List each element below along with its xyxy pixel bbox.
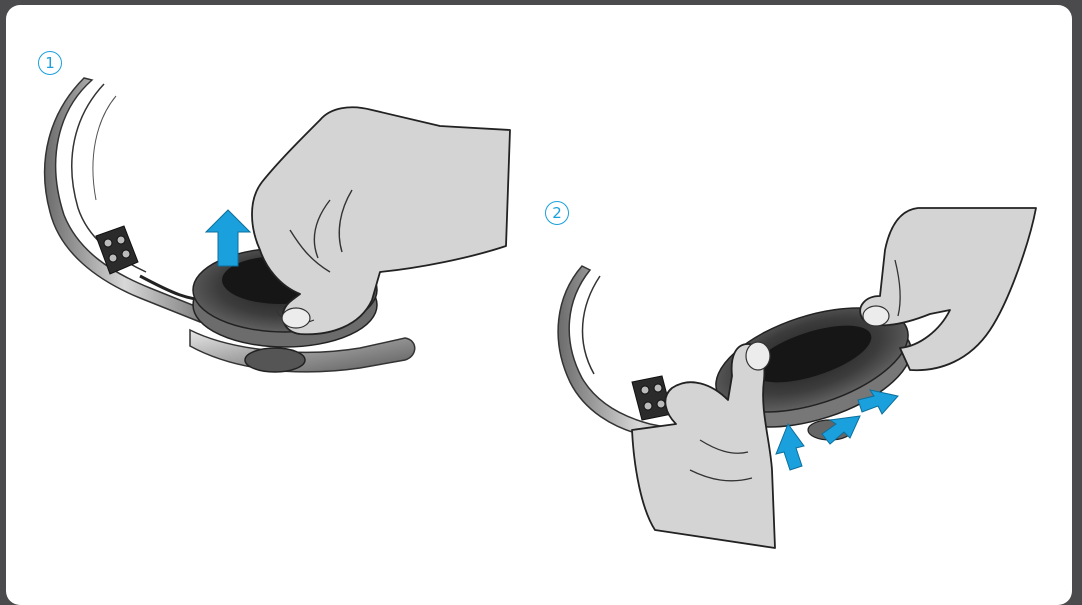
hand-1 <box>251 106 511 336</box>
push-arrow-icon <box>821 415 861 445</box>
headband-clip-2 <box>631 375 673 421</box>
push-arrow-icon <box>857 389 899 415</box>
hand-2-right <box>859 207 1037 372</box>
up-arrow-icon <box>204 209 252 267</box>
headband-1 <box>43 77 206 323</box>
headband-clip-1 <box>95 225 139 275</box>
ear-piece-base-1 <box>244 347 306 373</box>
step-number-2: 2 <box>545 201 569 225</box>
push-arrow-icon <box>775 422 805 471</box>
step-1-illustration <box>43 77 511 373</box>
step-number-1: 1 <box>38 51 62 75</box>
step-2-illustration <box>557 207 1037 549</box>
hand-2-left <box>631 341 776 549</box>
